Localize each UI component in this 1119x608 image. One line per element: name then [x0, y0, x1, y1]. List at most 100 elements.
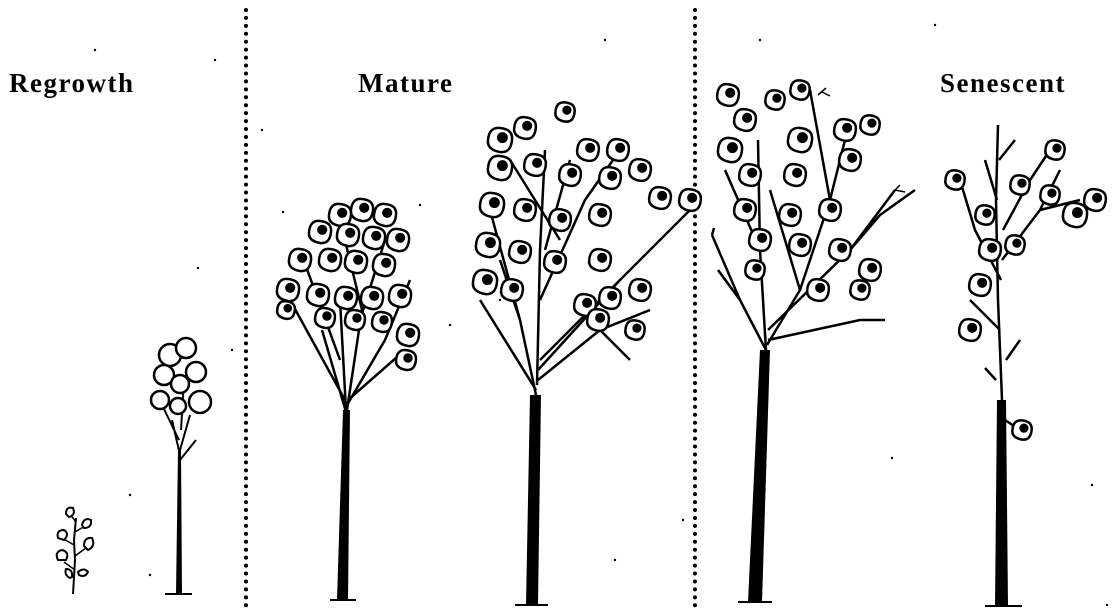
leaf-cluster-shade	[754, 265, 761, 272]
leaf-cluster-shade	[868, 264, 876, 272]
tree-dying	[945, 125, 1106, 606]
speckle	[604, 39, 606, 41]
leaf-cluster-shade	[583, 299, 591, 307]
speckle	[614, 559, 616, 561]
leaf-cluster-shade	[608, 292, 616, 300]
leaf-cluster-shade	[586, 144, 594, 152]
leaf-cluster-shade	[523, 204, 531, 212]
speckle	[214, 59, 216, 61]
young-mature-crown	[277, 199, 419, 370]
speckle	[759, 39, 761, 41]
leaf-cluster-shade	[843, 124, 851, 132]
leaf-cluster-shade	[381, 317, 388, 324]
leaf-cluster-shade	[533, 159, 541, 167]
leaf-cluster-shade	[318, 226, 326, 234]
speckle	[261, 129, 263, 131]
leaf-cluster-shade	[510, 284, 518, 292]
leaf-cluster-shade	[405, 355, 412, 362]
leaf-cluster-shade	[848, 154, 856, 162]
leaf-cluster-shade	[354, 256, 362, 264]
leaf-cluster-shade	[1093, 194, 1101, 202]
leaf-cluster-shade	[658, 192, 666, 200]
leaf-cluster-shade	[816, 284, 824, 292]
dying-crown	[945, 140, 1106, 439]
speckle	[891, 457, 893, 459]
leaf-cluster-shade	[726, 89, 734, 97]
large-mature-crown	[473, 102, 701, 339]
leaf-cluster-shade	[354, 315, 361, 322]
leaf-cluster-shade	[370, 292, 378, 300]
speckle	[934, 24, 936, 26]
leaf-cluster-shade	[638, 284, 646, 292]
speckle	[682, 519, 684, 521]
speckle	[449, 324, 451, 326]
leaf-cluster-shade	[1073, 208, 1081, 216]
speckle	[282, 211, 284, 213]
leaf-cluster-shade	[298, 254, 306, 262]
declining-crown	[717, 80, 881, 301]
leaf-cluster-shade	[558, 214, 566, 222]
leaf-cluster-shade	[598, 209, 606, 217]
leaf-cluster-shade	[568, 169, 576, 177]
leaf-cluster-shade	[382, 259, 390, 267]
leaf-cluster-shade	[616, 144, 624, 152]
leaf-cluster-shade	[838, 244, 846, 252]
speckle	[129, 494, 131, 496]
leaf-cluster-shade	[383, 209, 391, 217]
leaf-cluster-shade	[978, 279, 986, 287]
leaf-cluster-shade	[859, 285, 866, 292]
leaf-cluster-shade	[498, 133, 506, 141]
leaf-cluster-shade	[634, 325, 641, 332]
leaf-cluster-shade	[1049, 190, 1056, 197]
speckle	[419, 204, 421, 206]
leaf-cluster-shade	[564, 107, 571, 114]
leaf-cluster-shade	[1019, 180, 1026, 187]
tree-large-mature	[473, 102, 701, 605]
leaf-cluster-shade	[338, 209, 346, 217]
sapling-crown	[151, 338, 211, 414]
leaf-cluster-shade	[598, 254, 606, 262]
leaf-cluster-shade	[728, 143, 736, 151]
leaf-cluster-shade	[498, 161, 506, 169]
leaf-cluster-shade	[984, 210, 991, 217]
tree-young-mature	[277, 199, 419, 600]
leaf-cluster-shade	[1014, 240, 1021, 247]
leaf-cluster-shade	[518, 246, 526, 254]
leaf-cluster-shade	[608, 172, 616, 180]
leaf-cluster-shade	[799, 85, 806, 92]
leaf-cluster-shade	[743, 204, 751, 212]
speckle	[197, 267, 199, 269]
leaf-cluster-shade	[490, 198, 498, 206]
leaf-cluster-shade	[954, 175, 961, 182]
leaf-cluster-shade	[286, 284, 294, 292]
leaf-cluster-shade	[828, 204, 836, 212]
leaf-cluster-shade	[486, 238, 494, 246]
leaf-cluster-shade	[324, 313, 331, 320]
leaf-cluster-shade	[798, 133, 806, 141]
leaf-cluster-shade	[328, 254, 336, 262]
leaf-cluster-shade	[1021, 425, 1028, 432]
leaf-cluster-shade	[688, 194, 696, 202]
leaf-cluster-shade	[788, 209, 796, 217]
leaf-cluster-shade	[344, 292, 352, 300]
speckle	[1091, 484, 1093, 486]
leaf-cluster-shade	[346, 229, 354, 237]
speckle	[1106, 604, 1108, 606]
leaf-cluster-shade	[523, 122, 531, 130]
leaf-cluster-shade	[553, 256, 561, 264]
leaf-cluster-shade	[793, 169, 801, 177]
leaf-cluster-shade	[743, 114, 751, 122]
leaf-cluster-shade	[869, 120, 876, 127]
leaf-cluster-shade	[596, 314, 604, 322]
leaf-cluster-shade	[398, 290, 406, 298]
leaf-cluster-shade	[638, 164, 646, 172]
leaf-cluster-shade	[988, 244, 996, 252]
leaf-cluster-shade	[316, 289, 324, 297]
speckle	[149, 574, 151, 576]
leaf-cluster-shade	[406, 329, 414, 337]
speckle	[972, 79, 974, 81]
leaf-cluster-shade	[798, 239, 806, 247]
leaf-cluster-shade	[1054, 145, 1061, 152]
